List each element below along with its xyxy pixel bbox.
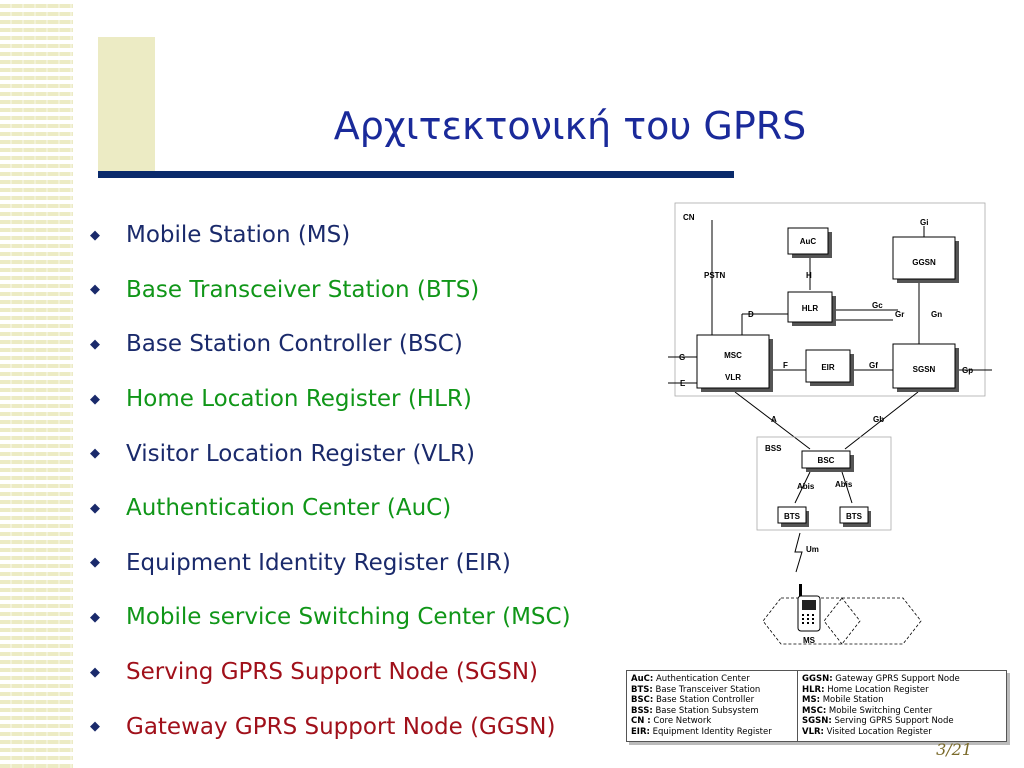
if-gn: Gn (931, 310, 942, 319)
diamond-bullet-icon: ◆ (90, 609, 100, 625)
if-g: G (679, 353, 685, 362)
node-bts-1: BTS (777, 506, 809, 527)
cell-hexagon-2 (823, 597, 922, 645)
if-abis-2: Abis (835, 480, 853, 489)
if-gp: Gp (962, 366, 973, 375)
bullet-item: ◆ Mobile service Switching Center (MSC) (90, 590, 571, 645)
node-bsc: BSC (801, 450, 854, 472)
legend-row: MS: Mobile Station (802, 695, 884, 706)
mobile-phone-icon (797, 584, 821, 632)
legend-right: GGSN: Gateway GPRS Support Node HLR: Hom… (797, 670, 1007, 742)
bss-label: BSS (765, 444, 782, 453)
bullet-text: Base Station Controller (BSC) (126, 331, 463, 358)
diamond-bullet-icon: ◆ (90, 227, 100, 243)
bullet-item: ◆ Base Station Controller (BSC) (90, 317, 571, 372)
legend-row: VLR: Visited Location Register (802, 726, 932, 737)
legend-row: BSS: Base Station Subsystem (631, 705, 759, 716)
svg-text:HLR: HLR (802, 304, 819, 313)
svg-text:EIR: EIR (821, 363, 835, 372)
if-f: F (783, 361, 788, 370)
legend-row: HLR: Home Location Register (802, 684, 929, 695)
if-gi: Gi (920, 218, 928, 227)
bullet-item: ◆ Serving GPRS Support Node (SGSN) (90, 645, 571, 700)
title-accent-block (98, 37, 155, 175)
node-sgsn: SGSN (892, 343, 959, 392)
slide-title: Αρχιτεκτονική του GPRS (333, 104, 807, 148)
diamond-bullet-icon: ◆ (90, 500, 100, 516)
if-d: D (748, 310, 754, 319)
title-underline (98, 171, 734, 178)
svg-text:BTS: BTS (784, 512, 801, 521)
if-um: Um (806, 545, 819, 554)
diamond-bullet-icon: ◆ (90, 336, 100, 352)
bullet-item: ◆ Authentication Center (AuC) (90, 481, 571, 536)
legend-left: AuC: Authentication Center BTS: Base Tra… (626, 670, 798, 742)
bullet-text: Gateway GPRS Support Node (GGSN) (126, 713, 556, 740)
legend-row: AuC: Authentication Center (631, 674, 750, 684)
legend-row: MSC: Mobile Switching Center (802, 705, 933, 716)
if-gb: Gb (873, 415, 884, 424)
page-number: 3/21 (936, 740, 972, 759)
bullet-list: ◆ Mobile Station (MS) ◆ Base Transceiver S… (90, 208, 571, 754)
svg-text:SGSN: SGSN (913, 365, 936, 374)
striped-border (0, 0, 73, 768)
node-bts-2: BTS (839, 506, 871, 527)
bullet-item: ◆ Gateway GPRS Support Node (GGSN) (90, 699, 571, 754)
legend-row: BTS: Base Transceiver Station (631, 684, 761, 695)
node-auc: AuC (787, 227, 832, 258)
legend-row: CN : Core Network (631, 716, 712, 727)
diamond-bullet-icon: ◆ (90, 391, 100, 407)
bullet-item: ◆ Mobile Station (MS) (90, 208, 571, 263)
bss-frame (756, 436, 892, 531)
legend-row: GGSN: Gateway GPRS Support Node (802, 674, 960, 684)
if-a: A (771, 415, 777, 424)
if-abis-1: Abis (797, 482, 815, 491)
svg-text:MSC: MSC (724, 351, 742, 360)
bullet-item: ◆ Equipment Identity Register (EIR) (90, 536, 571, 591)
svg-text:VLR: VLR (725, 373, 741, 382)
bullet-text: Authentication Center (AuC) (126, 495, 452, 522)
interface-labels: Gi PSTN H D Gc Gr Gn G E F Gf Gp A Gb Ab… (679, 218, 973, 554)
diamond-bullet-icon: ◆ (90, 664, 100, 680)
svg-text:GGSN: GGSN (912, 258, 936, 267)
bullet-item: ◆ Home Location Register (HLR) (90, 372, 571, 427)
svg-text:BTS: BTS (846, 512, 863, 521)
legend-row: SGSN: Serving GPRS Support Node (802, 716, 954, 727)
svg-text:BSC: BSC (818, 456, 835, 465)
node-msc-vlr: MSC VLR (696, 334, 773, 392)
if-gf: Gf (869, 361, 878, 370)
node-ms-label: MS (803, 636, 816, 645)
node-ggsn: GGSN (892, 236, 959, 283)
bullet-text: Visitor Location Register (VLR) (126, 440, 475, 467)
bullet-text: Mobile Station (MS) (126, 222, 351, 249)
bullet-text: Home Location Register (HLR) (126, 386, 472, 413)
bullet-text: Serving GPRS Support Node (SGSN) (126, 659, 539, 686)
if-gr: Gr (895, 310, 904, 319)
diamond-bullet-icon: ◆ (90, 555, 100, 571)
bullet-text: Base Transceiver Station (BTS) (126, 276, 480, 303)
node-hlr: HLR (787, 291, 836, 326)
if-gc: Gc (872, 301, 883, 310)
bullet-item: ◆ Base Transceiver Station (BTS) (90, 263, 571, 318)
diamond-bullet-icon: ◆ (90, 282, 100, 298)
if-e: E (680, 379, 686, 388)
svg-text:AuC: AuC (800, 237, 817, 246)
cn-label: CN (683, 213, 695, 222)
legend-row: EIR: Equipment Identity Register (631, 726, 772, 737)
diagram-links (668, 220, 992, 596)
diamond-bullet-icon: ◆ (90, 719, 100, 735)
bullet-text: Mobile service Switching Center (MSC) (126, 604, 571, 631)
node-eir: EIR (805, 349, 854, 386)
if-h: H (806, 271, 812, 280)
legend-row: BSC: Base Station Controller (631, 695, 755, 706)
bullet-item: ◆ Visitor Location Register (VLR) (90, 426, 571, 481)
bullet-text: Equipment Identity Register (EIR) (126, 549, 511, 576)
if-pstn: PSTN (704, 271, 726, 280)
diamond-bullet-icon: ◆ (90, 446, 100, 462)
